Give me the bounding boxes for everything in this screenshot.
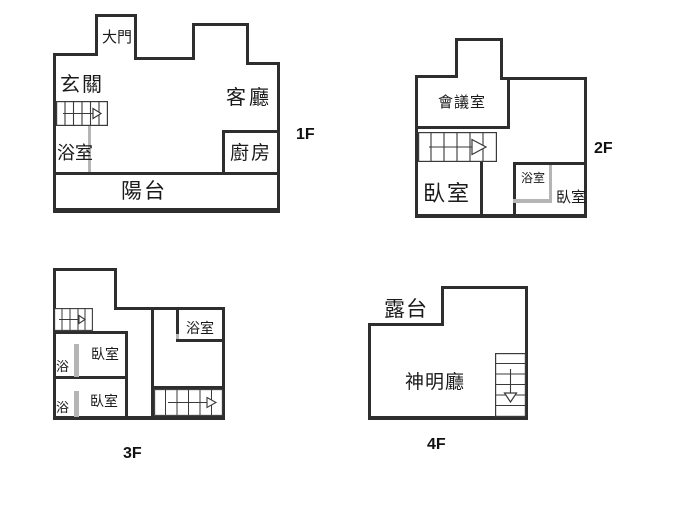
room-label-main-door: 大門 [102, 29, 133, 46]
room-label-bathroom: 浴室 [521, 171, 546, 185]
wall [549, 165, 552, 202]
wall [134, 57, 195, 60]
wall [222, 130, 225, 172]
wall [277, 62, 280, 213]
staircase-right-icon [154, 389, 223, 416]
room-label-bedroom-lower: 臥室 [90, 393, 118, 409]
wall [368, 416, 528, 420]
wall [53, 208, 280, 213]
wall [176, 339, 225, 342]
room-label-bath-lower: 浴 [56, 400, 70, 415]
wall [500, 38, 503, 80]
wall [500, 77, 587, 80]
wall [455, 38, 458, 78]
wall [441, 286, 444, 326]
room-label-kitchen: 廚房 [230, 143, 273, 164]
wall [74, 391, 79, 417]
floor-label-1f: 1F [296, 126, 315, 143]
wall [513, 162, 516, 214]
room-label-meeting-room: 會議室 [438, 94, 487, 111]
wall [192, 23, 195, 60]
wall [151, 386, 225, 389]
wall [441, 286, 528, 289]
wall [480, 162, 483, 214]
wall [507, 77, 510, 129]
room-label-bathroom: 浴室 [57, 143, 93, 163]
wall [53, 172, 280, 175]
wall [246, 62, 280, 65]
room-label-bath-upper: 浴 [56, 359, 70, 374]
wall [95, 14, 137, 17]
wall [513, 199, 552, 203]
room-label-bedroom-upper: 臥室 [91, 346, 119, 362]
floor-label-2f: 2F [594, 140, 613, 157]
wall [53, 268, 117, 271]
wall [192, 23, 249, 26]
wall [525, 286, 528, 420]
wall [368, 323, 371, 419]
wall [74, 344, 79, 377]
room-label-bathroom: 浴室 [186, 320, 214, 336]
wall [176, 310, 179, 336]
wall [368, 323, 444, 326]
wall [455, 38, 503, 41]
room-label-terrace: 露台 [384, 298, 428, 321]
wall [53, 268, 56, 420]
wall [513, 162, 587, 165]
wall [222, 307, 225, 420]
room-label-living-room: 客廳 [226, 87, 272, 109]
wall [125, 331, 128, 420]
room-label-bedroom-left: 臥室 [423, 181, 472, 206]
wall [415, 75, 418, 218]
wall [415, 75, 458, 78]
wall [415, 126, 510, 129]
staircase-right-icon [418, 132, 497, 162]
wall [95, 14, 98, 56]
wall [114, 268, 117, 310]
wall [176, 334, 179, 342]
wall [53, 376, 128, 379]
room-label-entry: 玄關 [60, 74, 104, 96]
wall [53, 53, 97, 56]
wall [53, 331, 128, 334]
staircase-right-icon [54, 308, 93, 331]
wall [584, 77, 587, 218]
wall [415, 214, 587, 218]
staircase-down-icon [495, 353, 526, 417]
wall [114, 307, 225, 310]
staircase-right-icon [56, 101, 108, 126]
wall [134, 14, 137, 60]
wall [246, 23, 249, 65]
wall [53, 53, 56, 208]
room-label-shrine-hall: 神明廳 [405, 372, 466, 393]
wall [53, 416, 225, 420]
wall [88, 126, 91, 172]
floor-label-4f: 4F [427, 436, 446, 453]
wall [151, 307, 154, 420]
room-label-balcony: 陽台 [121, 180, 167, 203]
room-label-bedroom-right: 臥室 [556, 189, 587, 206]
wall [222, 130, 280, 133]
floor-label-3f: 3F [123, 445, 142, 462]
